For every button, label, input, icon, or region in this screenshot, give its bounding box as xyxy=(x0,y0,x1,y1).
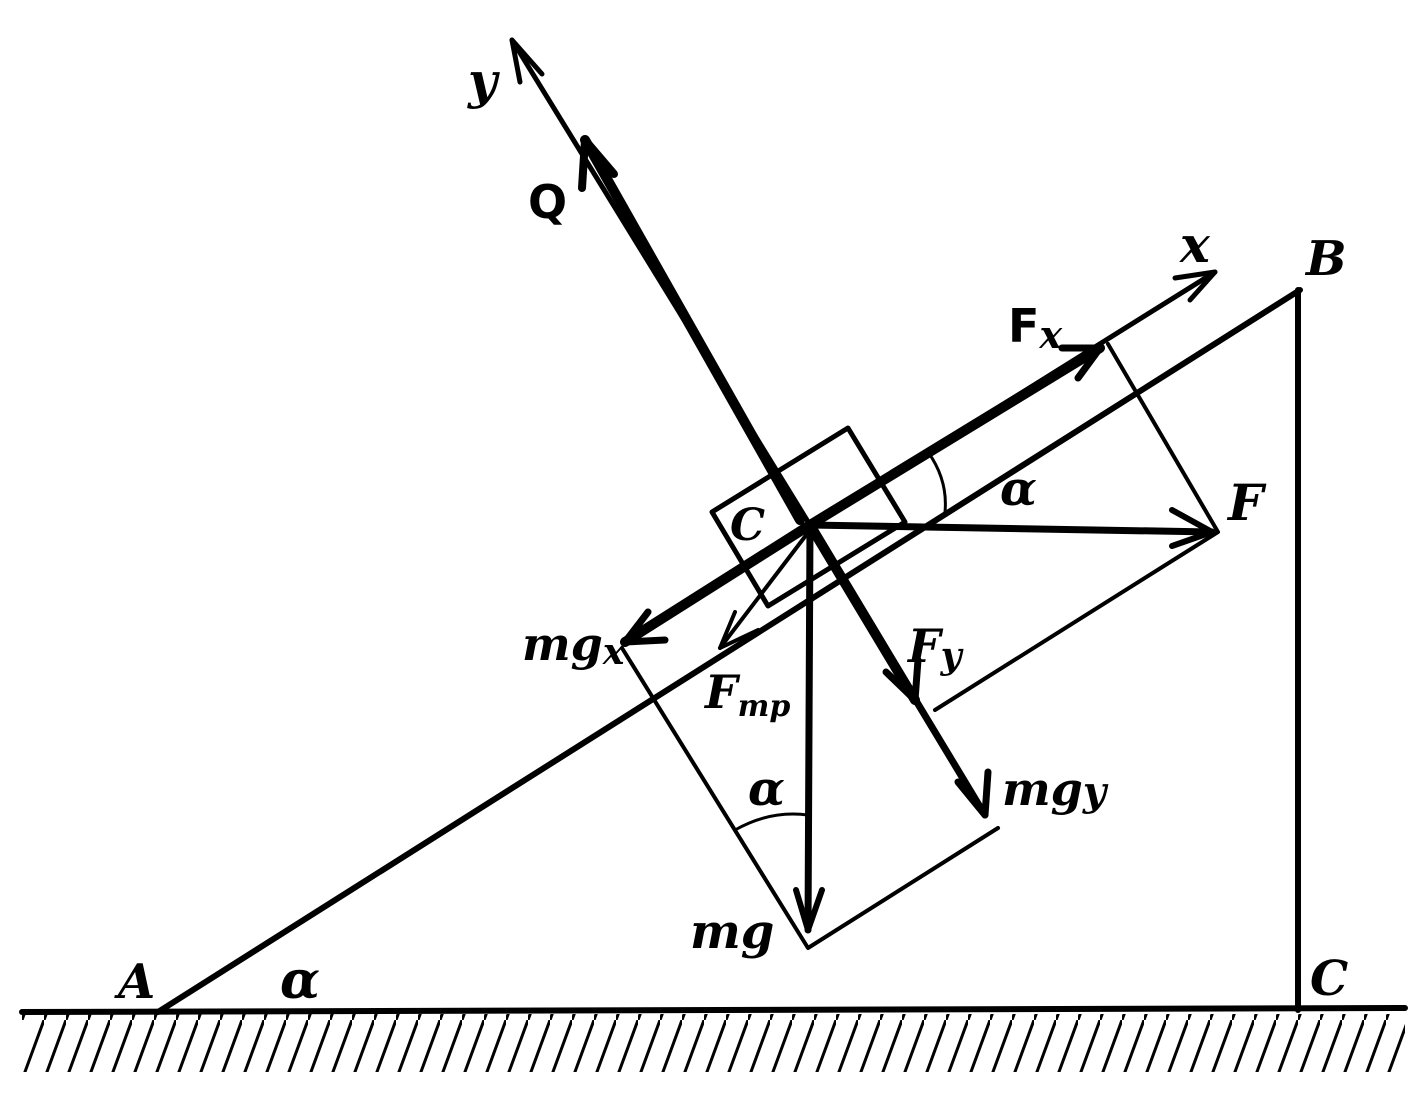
label-point-C-ground: C xyxy=(1310,951,1348,1007)
force-F-line xyxy=(806,521,1216,536)
force-Fy-arrowhead xyxy=(882,656,922,704)
label-point-B: B xyxy=(1304,231,1347,287)
label-force-F: F xyxy=(1226,473,1267,532)
label-angle-top: α xyxy=(1000,461,1037,517)
label-force-mgx-main: mg xyxy=(522,617,603,671)
force-F-arrowhead xyxy=(1169,507,1215,549)
force-mgx-arrowhead xyxy=(621,608,669,646)
force-Q-arrowhead xyxy=(578,136,618,192)
axis-x-arrowhead xyxy=(1172,269,1218,303)
force-F-parallelogram xyxy=(933,342,1220,712)
label-force-mg: mg xyxy=(690,904,774,960)
label-point-A: A xyxy=(114,954,155,1010)
force-Ftr xyxy=(718,528,812,650)
block xyxy=(709,425,908,609)
force-Fy-line xyxy=(805,520,920,705)
label-axis-x: x xyxy=(1179,215,1211,274)
label-force-mgx: mgx xyxy=(522,617,625,673)
label-force-mgy-sub: y xyxy=(1082,768,1109,815)
mg-construction-lines xyxy=(620,646,1000,950)
label-force-Fy: Fy xyxy=(906,619,964,677)
force-mg-line xyxy=(804,521,814,934)
incline-surface-AB xyxy=(155,287,1303,1015)
label-force-Ftr-main: F xyxy=(703,665,741,719)
label-force-mgy-main: mg xyxy=(1002,762,1083,816)
label-force-mgx-sub: x xyxy=(602,631,625,673)
force-mgy-arrowhead xyxy=(954,768,992,819)
axis-y-arrowhead xyxy=(509,37,545,85)
label-force-Q: Q xyxy=(528,175,567,229)
incline xyxy=(155,287,1303,1015)
ground-hatching xyxy=(22,1014,1405,1072)
label-force-mgy: mgy xyxy=(1002,762,1109,816)
label-force-Fy-main: F xyxy=(906,619,944,673)
angle-arc-bottom xyxy=(733,812,810,832)
force-Fx-arrowhead xyxy=(1058,344,1104,382)
force-mg-arrowhead xyxy=(793,887,825,933)
force-Ftr-arrowhead xyxy=(718,610,760,650)
label-angle-bottom: α xyxy=(748,761,785,817)
label-angle-base: α xyxy=(280,950,320,1011)
force-mg-rectangle xyxy=(620,646,1000,950)
label-axis-y: y xyxy=(467,51,500,110)
force-Ftr-line xyxy=(718,528,812,650)
force-mg xyxy=(793,521,825,934)
force-Fx xyxy=(805,343,1105,530)
force-Fx-line xyxy=(805,343,1105,530)
force-F xyxy=(806,507,1216,549)
label-force-Fy-sub: y xyxy=(940,635,964,677)
force-mgx-line xyxy=(620,520,815,647)
label-force-Fx-sub: x xyxy=(1038,312,1063,357)
ground xyxy=(19,1005,1408,1072)
label-force-Fx: Fx xyxy=(1008,299,1063,357)
label-force-Ftr: Fтр xyxy=(703,665,790,724)
label-force-Ftr-sub: тр xyxy=(738,689,791,724)
force-Fy xyxy=(805,520,922,705)
ground-line xyxy=(19,1005,1408,1015)
F-construction-lines xyxy=(933,342,1220,712)
label-force-Fx-main: F xyxy=(1008,299,1039,353)
force-mgx xyxy=(620,520,815,647)
angle-arc-top xyxy=(926,450,947,514)
force-Q xyxy=(578,135,805,525)
force-Q-line xyxy=(580,135,805,525)
label-center-C: C xyxy=(730,500,765,551)
